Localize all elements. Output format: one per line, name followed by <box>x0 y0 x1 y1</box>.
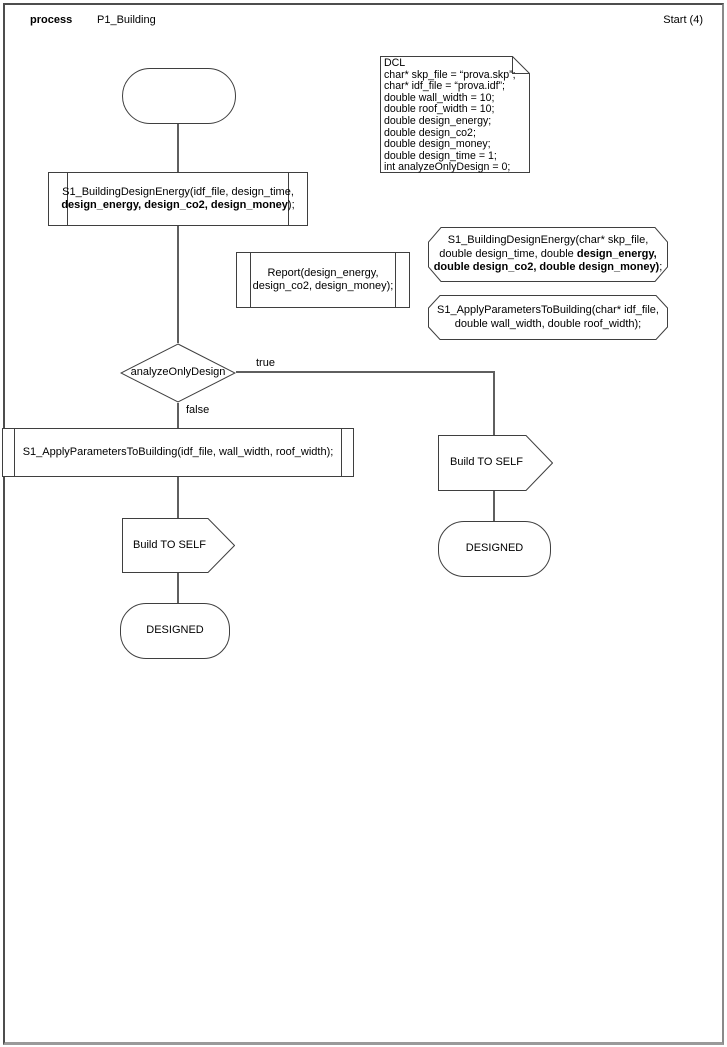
process-right-bar <box>341 429 342 476</box>
process-call-building-design-energy: S1_BuildingDesignEnergy(idf_file, design… <box>48 172 308 226</box>
diagram-kind-label: process <box>30 14 73 26</box>
decision-analyze-only-design: analyzeOnlyDesign <box>120 343 236 403</box>
signal-outline <box>122 518 235 573</box>
process-right-bar <box>395 253 396 307</box>
process-call-building-design-energy-label: S1_BuildingDesignEnergy(idf_file, design… <box>61 185 295 212</box>
terminator-designed-right-label: DESIGNED <box>465 542 524 555</box>
process-apply-parameters: S1_ApplyParametersToBuilding(idf_file, w… <box>2 428 354 477</box>
page-border <box>3 3 724 1045</box>
decision-analyze-only-design-label: analyzeOnlyDesign <box>130 366 226 379</box>
connector-apply-to-build <box>177 477 179 518</box>
declaration-apply-parameters-label: S1_ApplyParametersToBuilding(char* idf_f… <box>437 304 659 330</box>
process-apply-parameters-label: S1_ApplyParametersToBuilding(idf_file, w… <box>22 445 334 458</box>
start-terminator <box>122 68 236 124</box>
process-report-label: Report(design_energy,design_co2, design_… <box>252 266 394 293</box>
diagram-title: P1_Building <box>97 14 156 26</box>
process-left-bar <box>250 253 251 307</box>
terminator-designed-left-label: DESIGNED <box>146 624 204 637</box>
declaration-outline <box>428 227 668 282</box>
connector-call-to-decision <box>177 226 179 343</box>
start-terminator-label <box>123 69 235 123</box>
connector-start-to-call <box>177 124 179 172</box>
declaration-apply-parameters: S1_ApplyParametersToBuilding(char* idf_f… <box>428 295 668 340</box>
declaration-building-design-energy-label: S1_BuildingDesignEnergy(char* skp_file,d… <box>433 234 663 274</box>
declaration-outline <box>428 295 668 340</box>
diagram-page-label: Start (4) <box>663 14 703 26</box>
edge-label-false: false <box>186 404 210 416</box>
connector-build-to-designed-right <box>493 491 495 521</box>
connector-true-horizontal <box>236 371 495 373</box>
process-left-bar <box>67 173 68 225</box>
process-left-bar <box>14 429 15 476</box>
signal-build-to-self-left-label: Build TO SELF <box>133 538 206 551</box>
process-report: Report(design_energy,design_co2, design_… <box>236 252 410 308</box>
dcl-note-outline <box>380 56 530 173</box>
connector-true-vertical <box>493 372 495 435</box>
signal-build-to-self-right-label: Build TO SELF <box>450 456 523 469</box>
signal-outline <box>438 435 553 491</box>
connector-build-to-designed-left <box>177 573 179 603</box>
process-right-bar <box>288 173 289 225</box>
signal-build-to-self-right: Build TO SELF <box>438 435 553 491</box>
connector-false <box>177 403 179 428</box>
terminator-designed-right: DESIGNED <box>438 521 551 577</box>
signal-build-to-self-left: Build TO SELF <box>122 518 235 573</box>
diamond-outline <box>120 343 236 403</box>
terminator-designed-left: DESIGNED <box>120 603 230 659</box>
declaration-building-design-energy: S1_BuildingDesignEnergy(char* skp_file,d… <box>428 227 668 282</box>
edge-label-true: true <box>256 357 275 369</box>
